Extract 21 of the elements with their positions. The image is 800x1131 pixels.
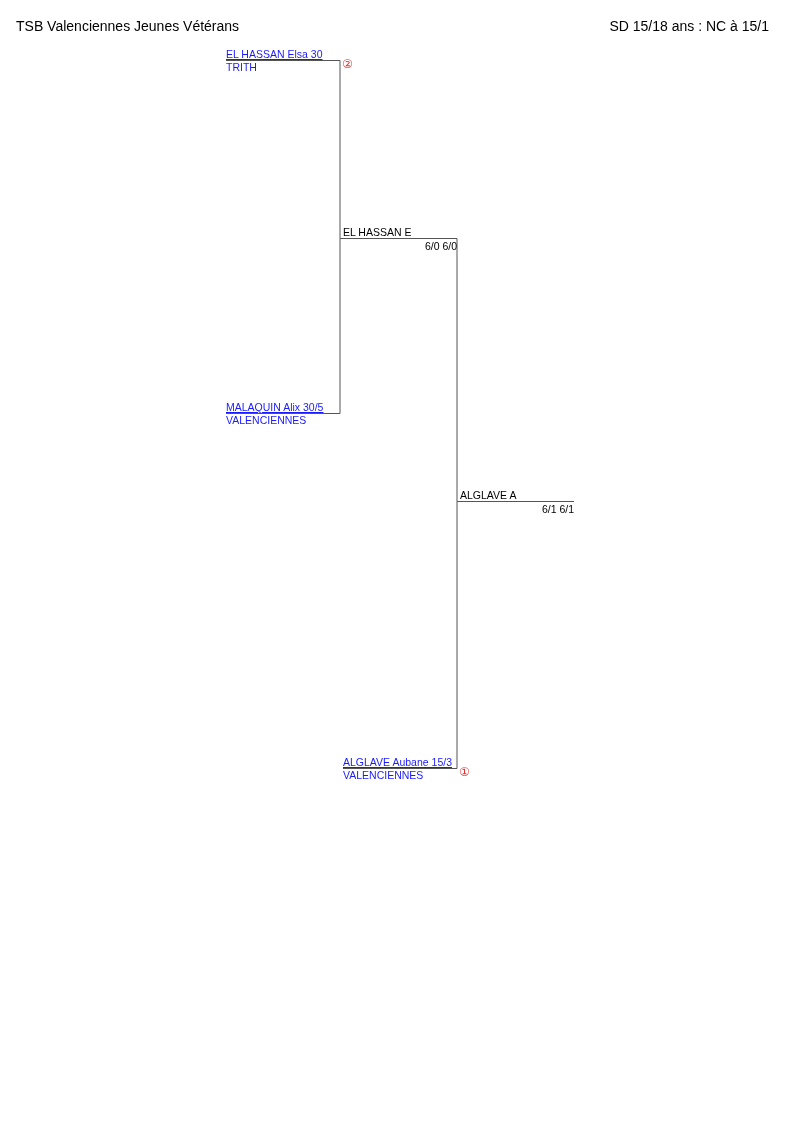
seed-number: ② [342, 58, 353, 70]
category-label: SD 15/18 ans : NC à 15/1 [609, 18, 769, 34]
winner-slot [343, 226, 457, 252]
club-name: VALENCIENNES [226, 414, 308, 426]
club-name: VALENCIENNES [343, 769, 425, 781]
winner-name: ALGLAVE A [460, 489, 517, 501]
player-name: ALGLAVE Aubane 15/3 [343, 756, 452, 768]
club-name: TRITH [226, 61, 258, 73]
player-name: MALAQUIN Alix 30/5 [226, 401, 324, 413]
header-title: TSB Valenciennes Jeunes Vétérans [16, 18, 240, 34]
bracket-line [339, 60, 344, 239]
seed-number: ① [459, 766, 470, 778]
bracket-line [456, 501, 461, 769]
match-score: 6/0 6/0 [423, 240, 457, 252]
winner-slot [460, 489, 574, 515]
player-slot [226, 401, 340, 426]
bracket-line [339, 238, 344, 414]
winner-name: EL HASSAN E [343, 226, 412, 238]
player-name: EL HASSAN Elsa 30 [226, 48, 323, 60]
bracket-line [456, 238, 461, 502]
match-score: 6/1 6/1 [540, 503, 574, 515]
